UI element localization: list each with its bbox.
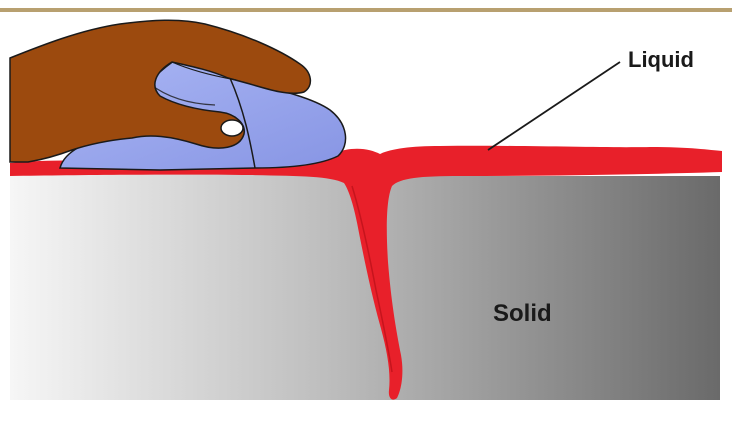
liquid-label: Liquid bbox=[628, 47, 694, 73]
solid-label: Solid bbox=[493, 300, 552, 328]
thumbnail-icon bbox=[221, 120, 243, 136]
liquid-leader-line bbox=[488, 62, 620, 150]
top-border bbox=[0, 8, 732, 12]
